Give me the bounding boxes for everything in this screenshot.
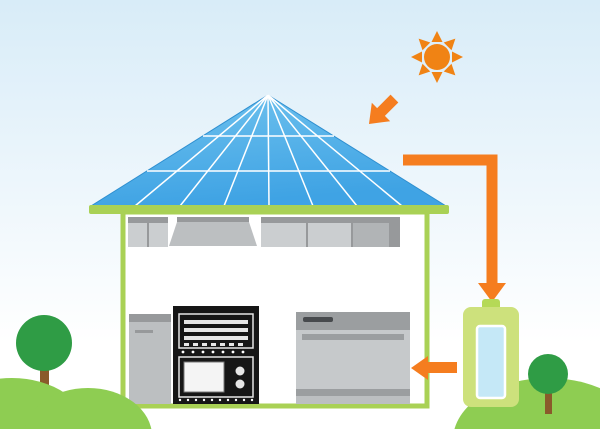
upper-floor-windows <box>128 217 400 247</box>
window-right-end-strip <box>389 223 400 247</box>
dishwasher-base <box>296 396 410 404</box>
battery-screen <box>475 324 507 400</box>
left-bushes <box>0 378 152 429</box>
oven-button-dots <box>181 350 245 354</box>
sun-icon <box>411 31 463 83</box>
right-tree-foliage <box>528 354 568 394</box>
oven-vent-stripes <box>184 320 248 346</box>
dishwasher-slot <box>302 334 404 340</box>
supply-arrow-icon <box>411 356 457 380</box>
sun-rays <box>411 31 463 83</box>
microwave-window <box>183 361 225 393</box>
range-hood <box>169 222 257 246</box>
solar-panel-grid <box>134 94 403 207</box>
dishwasher-lower-band <box>296 389 410 396</box>
cabinet-top-band <box>129 314 171 322</box>
oven-base-dots <box>178 398 254 402</box>
power-flow-arrow-head <box>478 283 506 302</box>
supply-arrow-shaft <box>428 362 457 373</box>
left-bush-2 <box>24 388 152 429</box>
left-tree-foliage <box>16 315 72 371</box>
cabinet <box>129 314 171 404</box>
window-left-header <box>128 217 168 223</box>
sun-core <box>424 44 450 70</box>
power-flow-arrow-icon <box>403 154 506 302</box>
window-right-header <box>261 217 400 223</box>
microwave-knob-bottom <box>235 379 245 389</box>
cabinet-handle <box>135 330 153 333</box>
dishwasher-top-band <box>296 312 410 330</box>
right-tree <box>528 354 568 414</box>
power-flow-arrow-shaft <box>403 154 498 284</box>
right-tree-trunk <box>545 388 552 414</box>
range-hood-top <box>177 217 249 222</box>
supply-arrow-head <box>411 356 428 380</box>
sunlight-arrow-icon <box>368 94 399 125</box>
dishwasher-handle <box>303 317 333 322</box>
microwave-knob-top <box>235 366 245 376</box>
storage-battery <box>463 299 519 407</box>
kitchen-appliances <box>129 306 410 404</box>
